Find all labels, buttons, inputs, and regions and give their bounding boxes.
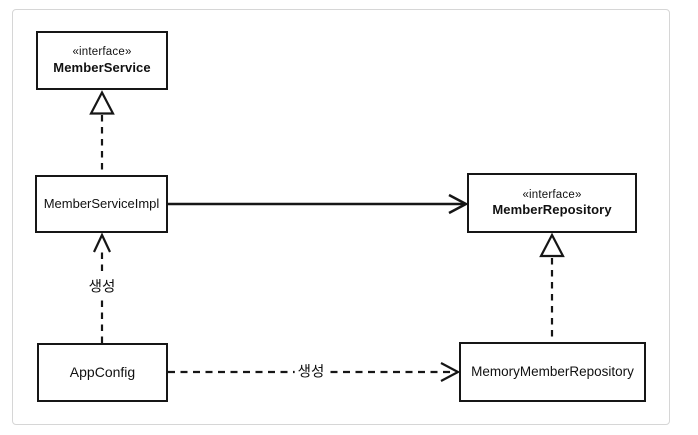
edge-label-create-horizontal: 생성 bbox=[294, 360, 328, 382]
class-name: MemoryMemberRepository bbox=[471, 364, 634, 380]
stereotype-label: «interface» bbox=[522, 188, 582, 201]
open-arrowhead-memorymemberrepository bbox=[440, 362, 461, 382]
class-name: AppConfig bbox=[69, 364, 136, 381]
class-box-memberservice: «interface» MemberService bbox=[36, 31, 168, 90]
class-box-memberserviceimpl: MemberServiceImpl bbox=[35, 175, 168, 233]
class-name: MemberService bbox=[53, 59, 151, 75]
class-name: MemberRepository bbox=[492, 202, 612, 218]
class-box-memorymemberrepository: MemoryMemberRepository bbox=[459, 342, 646, 402]
hollow-triangle-arrowhead-memberservice bbox=[89, 90, 115, 115]
hollow-triangle-arrowhead-memberrepository bbox=[539, 232, 565, 258]
edge-label-create-vertical: 생성 bbox=[85, 275, 119, 297]
stereotype-label: «interface» bbox=[72, 46, 132, 59]
class-box-memberrepository: «interface» MemberRepository bbox=[467, 173, 637, 233]
open-arrowhead-memberrepository bbox=[448, 193, 469, 215]
class-box-appconfig: AppConfig bbox=[37, 343, 168, 402]
class-name: MemberServiceImpl bbox=[43, 196, 160, 212]
open-arrowhead-memberserviceimpl bbox=[93, 232, 111, 253]
